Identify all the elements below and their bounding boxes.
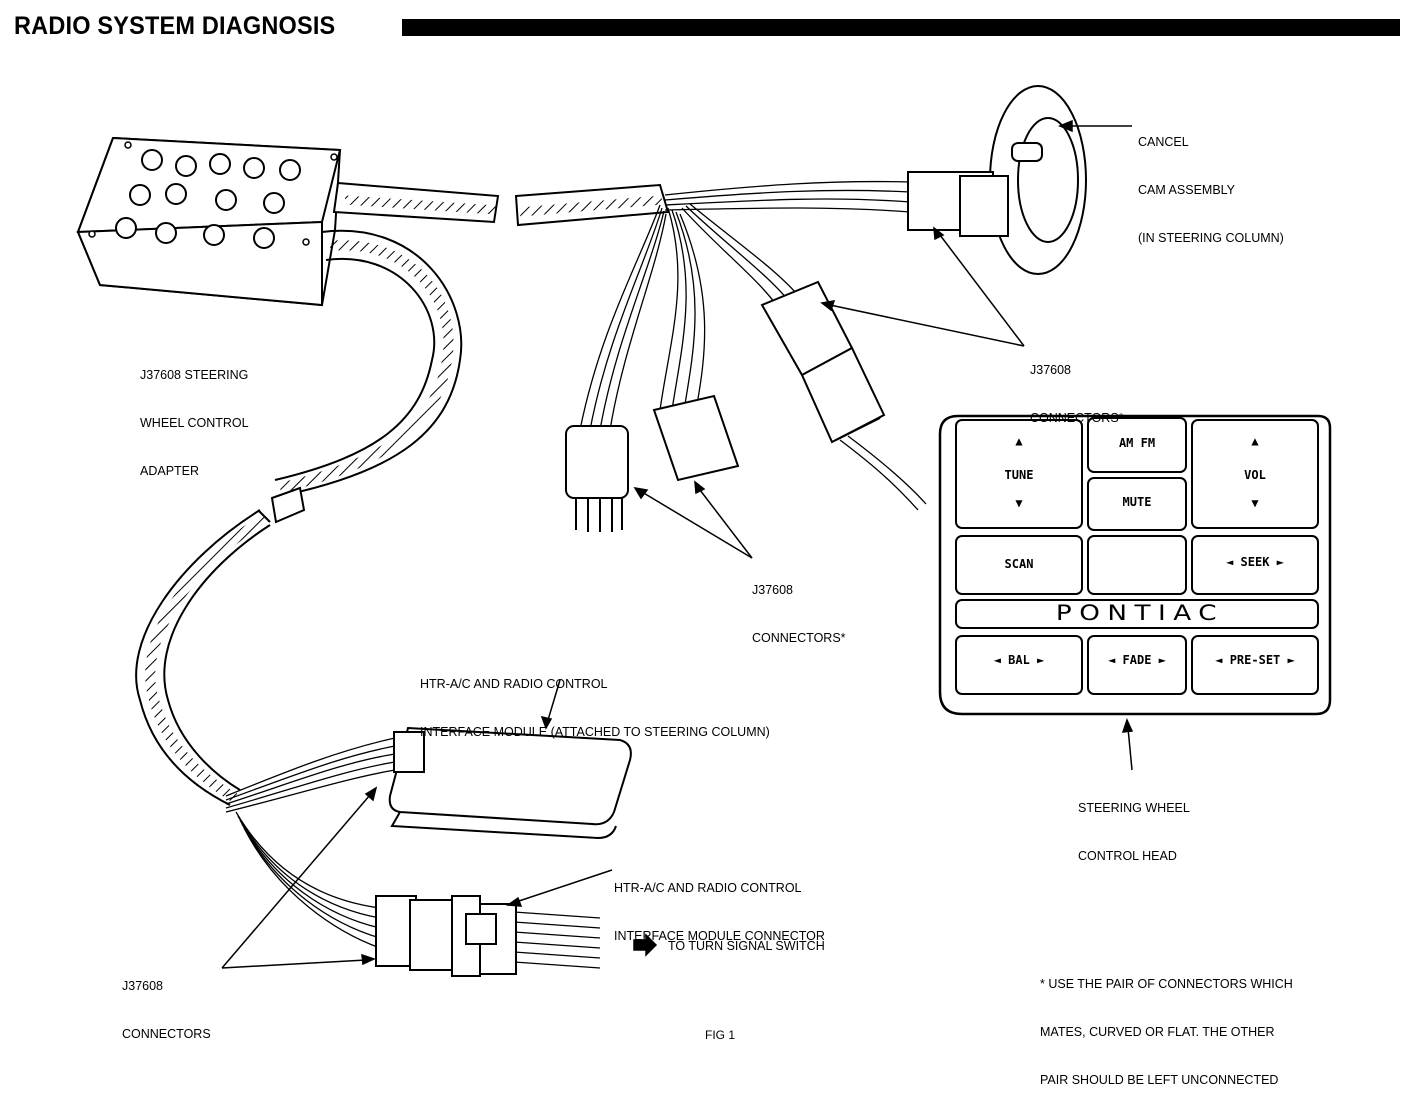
turn-signal-label: TO TURN SIGNAL SWITCH [668, 939, 825, 953]
title-bar [402, 19, 1400, 36]
adapter-label: J37608 STEERING WHEEL CONTROL ADAPTER [140, 368, 249, 478]
connectors-right-label: J37608 CONNECTORS* [1030, 363, 1124, 425]
vol-up-arrow: ▲ [1251, 434, 1259, 448]
control-head-keys [955, 417, 1319, 695]
tune-up-arrow: ▲ [1015, 434, 1023, 448]
wiring-diagram [76, 85, 1332, 977]
vol-down-arrow: ▼ [1251, 496, 1259, 510]
tune-key[interactable]: TUNE [1004, 468, 1034, 482]
module-connector-label: HTR-A/C AND RADIO CONTROL INTERFACE MODU… [614, 881, 825, 943]
pontiac-brand: PONTIAC [1055, 601, 1225, 625]
cable-break [257, 486, 306, 524]
connectors-mid-label: J37608 CONNECTORS* [752, 583, 846, 645]
footnote: * USE THE PAIR OF CONNECTORS WHICH MATES… [1040, 977, 1293, 1087]
cancel-cam-assembly [907, 85, 1087, 275]
connector-round-pair [565, 394, 740, 532]
lower-connectors [375, 895, 517, 977]
scan-key[interactable]: SCAN [1004, 557, 1034, 571]
vol-key[interactable]: VOL [1244, 468, 1266, 482]
preset-key[interactable]: ◄ PRE-SET ► [1215, 653, 1295, 667]
connectors-bottom-label: J37608 CONNECTORS [122, 979, 211, 1041]
interface-module [388, 726, 632, 840]
figure-caption: FIG 1 [705, 1028, 736, 1042]
fade-key[interactable]: ◄ FADE ► [1108, 653, 1166, 667]
interface-module-label: HTR-A/C AND RADIO CONTROL INTERFACE MODU… [420, 677, 770, 739]
leader-lines [221, 119, 1134, 969]
seek-key[interactable]: ◄ SEEK ► [1226, 555, 1284, 569]
page-title: RADIO SYSTEM DIAGNOSIS [14, 12, 336, 40]
braided-cable-upper [332, 181, 670, 227]
lower-wire-harness [225, 737, 601, 969]
amfm-key[interactable]: AM FM [1118, 436, 1156, 450]
upper-wire-bundles [579, 180, 927, 511]
connector-flat-pair [760, 280, 886, 444]
steering-wheel-control-adapter [76, 136, 342, 307]
tune-down-arrow: ▼ [1015, 496, 1023, 510]
control-head-label: STEERING WHEEL CONTROL HEAD [1078, 801, 1190, 863]
cancel-cam-label: CANCEL CAM ASSEMBLY (IN STEERING COLUMN) [1138, 135, 1284, 245]
bal-key[interactable]: ◄ BAL ► [993, 653, 1045, 667]
mute-key[interactable]: MUTE [1122, 495, 1152, 509]
braided-cable-loop [135, 229, 463, 806]
